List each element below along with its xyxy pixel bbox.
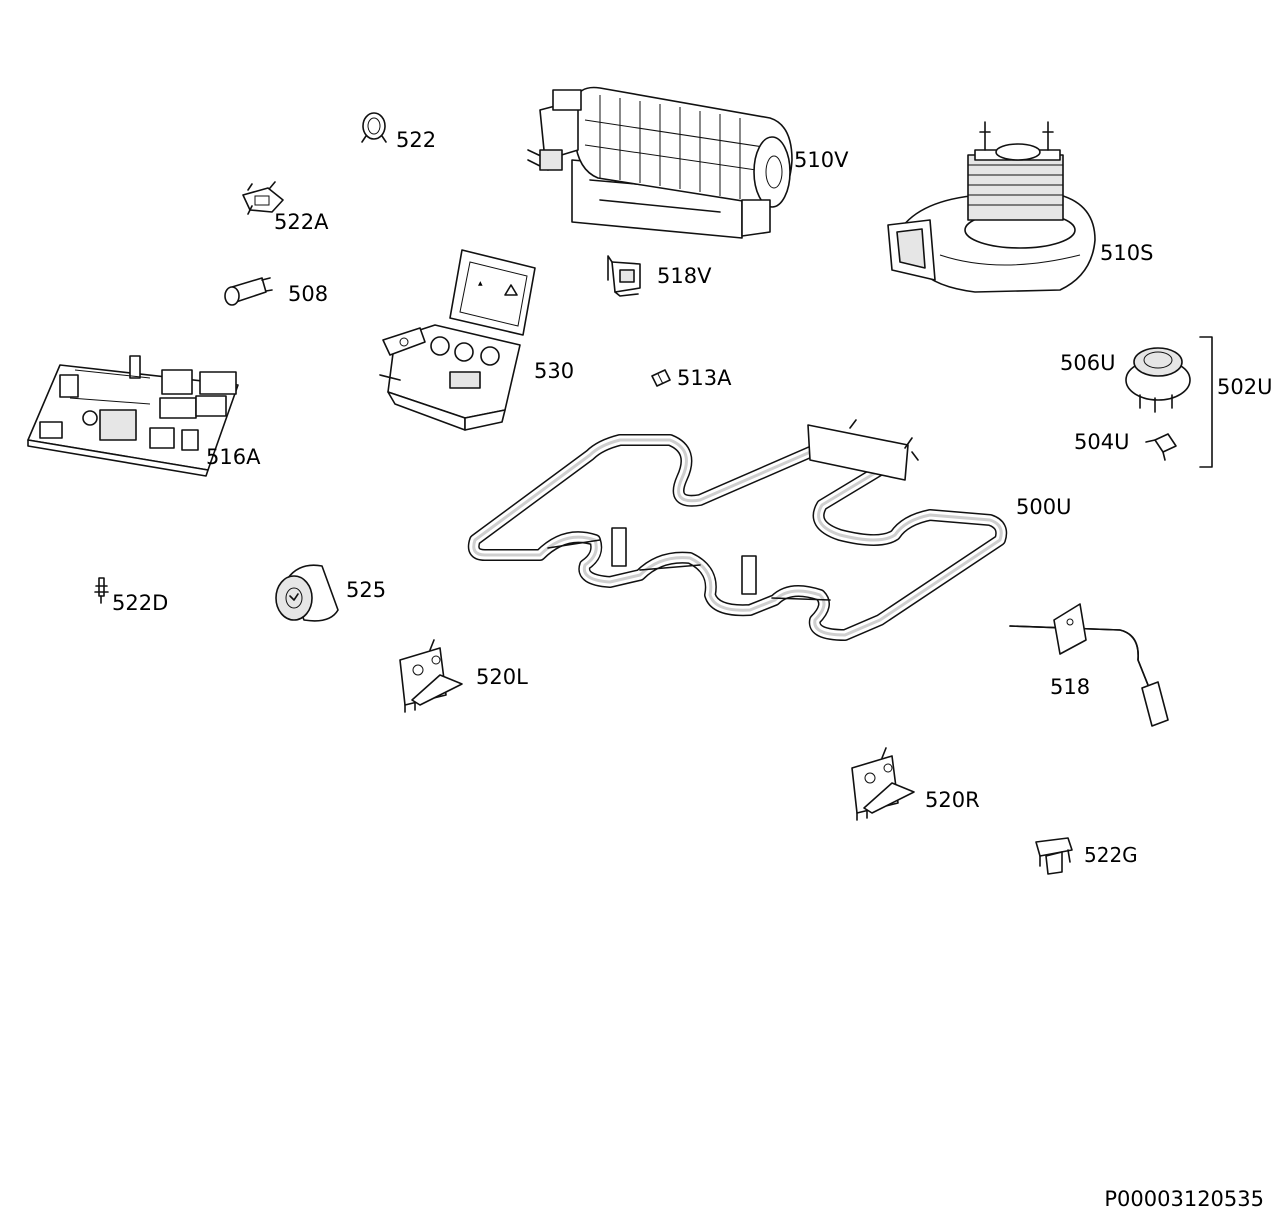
label-518v: 518V: [657, 264, 712, 288]
part-513a-drawing: [651, 369, 671, 387]
part-502u-bracket: [1199, 336, 1213, 468]
label-506u: 506U: [1060, 351, 1115, 375]
label-522d: 522D: [112, 591, 168, 615]
part-525-drawing: [275, 564, 339, 622]
label-510s: 510S: [1100, 241, 1153, 265]
label-522a: 522A: [274, 210, 329, 234]
diagram-id: P00003120535: [1104, 1187, 1264, 1211]
label-510v: 510V: [794, 148, 849, 172]
part-522d-drawing: [94, 577, 109, 604]
label-522g: 522G: [1084, 843, 1138, 867]
svg-text:▲: ▲: [478, 280, 483, 287]
part-520r-drawing: [851, 747, 915, 821]
label-502u: 502U: [1217, 375, 1272, 399]
part-510s-drawing: [887, 121, 1096, 293]
part-522-drawing: [361, 112, 387, 143]
part-522g-drawing: [1035, 837, 1073, 875]
label-525: 525: [346, 578, 386, 602]
part-518v-drawing: [607, 255, 641, 297]
label-522: 522: [396, 128, 436, 152]
part-508-drawing: [224, 277, 273, 306]
part-506u-drawing: [1125, 347, 1191, 413]
label-508: 508: [288, 282, 328, 306]
label-513a: 513A: [677, 366, 732, 390]
label-516a: 516A: [206, 445, 261, 469]
part-530-drawing: ▲: [379, 249, 536, 431]
part-504u-drawing: [1145, 433, 1177, 461]
label-504u: 504U: [1074, 430, 1129, 454]
part-500u-drawing: [474, 419, 1002, 635]
part-520l-drawing: [399, 639, 463, 713]
part-518-drawing: [1009, 603, 1169, 727]
part-510v-drawing: [527, 86, 793, 239]
label-500u: 500U: [1016, 495, 1071, 519]
label-518: 518: [1050, 675, 1090, 699]
label-520l: 520L: [476, 665, 528, 689]
part-522a-drawing: [242, 181, 284, 215]
label-520r: 520R: [925, 788, 980, 812]
label-530: 530: [534, 359, 574, 383]
part-516a-drawing: [27, 355, 239, 477]
